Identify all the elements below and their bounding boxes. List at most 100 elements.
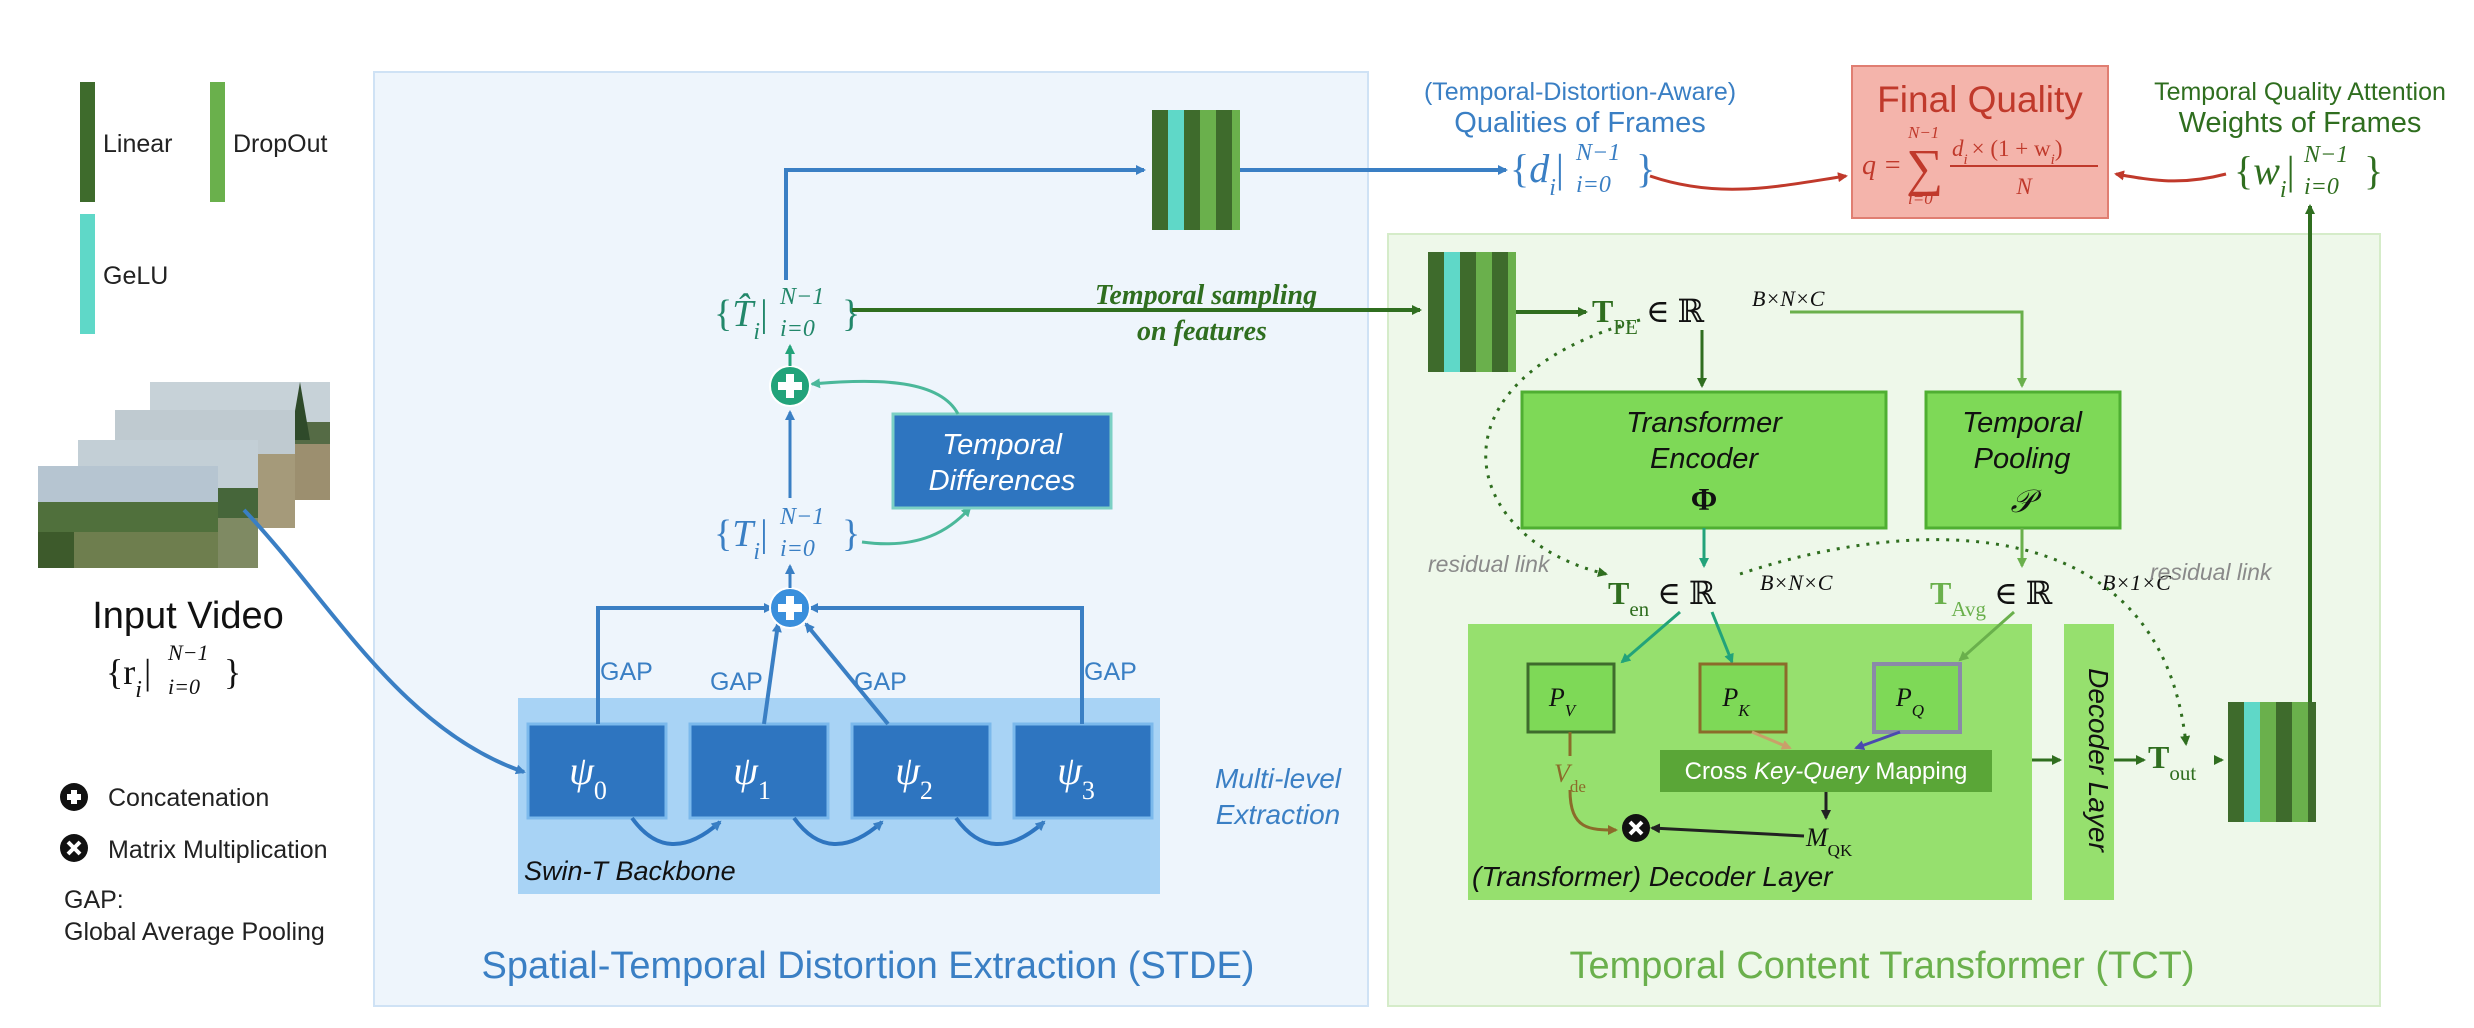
input-video-math: {ri| N−1 i=0 }	[106, 640, 241, 703]
svg-text:PK: PK	[1721, 683, 1751, 720]
svg-text:∑: ∑	[1906, 140, 1943, 197]
input-video-title: Input Video	[92, 595, 284, 637]
svg-text:}: }	[842, 513, 860, 555]
legend-dropout-swatch	[210, 82, 225, 202]
quality-label-line1: (Temporal-Distortion-Aware)	[1424, 78, 1736, 106]
gap-label-0: GAP	[600, 658, 653, 686]
svg-text:}: }	[224, 652, 241, 692]
legend-linear-label: Linear	[103, 130, 173, 158]
legend-concatenation-label: Concatenation	[108, 784, 269, 812]
gap-label-2: GAP	[854, 668, 907, 696]
residual-link-label-left: residual link	[1428, 551, 1551, 577]
multilevel-extraction-line2: Extraction	[1216, 799, 1341, 830]
t-hat-set-label: {T̂i| N−1 i=0 }	[714, 284, 860, 345]
t-avg-label: TAvg∈ ℝ B×1×C	[1930, 570, 2171, 621]
weights-label-line2: Weights of Frames	[2179, 107, 2422, 139]
legend-gap-abbr: GAP:	[64, 886, 124, 914]
svg-text:B×1×C: B×1×C	[2102, 570, 2171, 595]
svg-text:N−1: N−1	[2303, 142, 2348, 168]
final-quality-box	[1851, 65, 2109, 219]
legend-gelu-label: GeLU	[103, 262, 168, 290]
svg-text:}: }	[2364, 148, 2383, 193]
svg-text:B×N×C: B×N×C	[1752, 286, 1825, 311]
svg-text:PQ: PQ	[1895, 683, 1924, 720]
p-q-box: PQ	[1872, 662, 1962, 734]
cross-key-query-label: Cross Key-Query Mapping	[1685, 758, 1968, 785]
temporal-pooling-line1: Temporal	[1962, 407, 2083, 439]
gap-label-3: GAP	[1084, 658, 1137, 686]
svg-text:N−1: N−1	[779, 284, 824, 310]
tct-title: Temporal Content Transformer (TCT)	[1569, 945, 2194, 987]
svg-text:{ri|: {ri|	[106, 652, 151, 703]
gap-label-1: GAP	[710, 668, 763, 696]
legend-linear-swatch	[80, 82, 95, 202]
quality-head-layers	[1152, 110, 1240, 230]
psi-block-2: ψ2	[850, 722, 992, 820]
cross-key-query-box	[1660, 750, 1992, 792]
svg-text:{wi|: {wi|	[2234, 148, 2295, 203]
psi-block-3: ψ3	[1012, 722, 1154, 820]
svg-text:PV: PV	[1548, 683, 1578, 720]
temporal-differences-line1: Temporal	[942, 429, 1063, 461]
stde-title: Spatial-Temporal Distortion Extraction (…	[482, 945, 1255, 987]
temporal-differences-line2: Differences	[929, 465, 1076, 497]
decoder-layer-vertical-label: Decoder Layer	[2083, 668, 2114, 853]
svg-text:Tout: Tout	[2148, 739, 2196, 785]
svg-text:N−1: N−1	[1575, 140, 1620, 166]
svg-text:i=0: i=0	[1576, 172, 1611, 198]
weights-label-line1: Temporal Quality Attention	[2154, 78, 2446, 106]
decoder-layer-vertical-box	[2064, 624, 2114, 900]
final-quality-title: Final Quality	[1877, 79, 2083, 120]
legend: Linear DropOut GeLU Concatenation Matrix…	[60, 82, 328, 946]
svg-text:q =: q =	[1862, 150, 1902, 181]
temporal-sampling-line2: on features	[1137, 316, 1267, 347]
w-set-label: {wi| N−1 i=0 }	[2234, 142, 2383, 203]
svg-text:i=0: i=0	[1908, 189, 1933, 208]
input-video-frames	[38, 382, 330, 568]
svg-text:i=0: i=0	[2304, 174, 2339, 200]
input-to-backbone-arrow	[242, 508, 526, 775]
matrix-multiplication-icon	[60, 834, 88, 862]
swin-backbone-label: Swin-T Backbone	[524, 856, 736, 886]
p-k-box: PK	[1698, 662, 1788, 734]
temporal-differences-box	[891, 412, 1113, 510]
v-de-label: Vde	[1554, 759, 1586, 796]
svg-text:i=0: i=0	[780, 316, 815, 342]
svg-text:{di|: {di|	[1510, 146, 1564, 201]
svg-text:ψ1: ψ1	[733, 748, 771, 805]
decoder-layer-block-label: (Transformer) Decoder Layer	[1472, 861, 1834, 892]
m-qk-label: MQK	[1805, 823, 1853, 860]
t-pe-label: TPE∈ ℝ B×N×C	[1592, 286, 1825, 339]
svg-text:di× (1 + wi): di× (1 + wi)	[1952, 136, 2062, 168]
svg-text:i=0: i=0	[780, 536, 815, 562]
temporal-pooling-line2: Pooling	[1974, 443, 2071, 475]
svg-text:N: N	[2015, 174, 2033, 199]
svg-text:N−1: N−1	[779, 504, 824, 530]
quality-label-line2: Qualities of Frames	[1454, 107, 1705, 139]
svg-text:TPE∈ ℝ: TPE∈ ℝ	[1592, 293, 1705, 339]
temporal-pooling-box	[1924, 390, 2122, 530]
svg-text:N−1: N−1	[1907, 123, 1939, 142]
t-out-label: Tout	[2148, 739, 2196, 785]
transformer-encoder-line2: Encoder	[1650, 443, 1759, 475]
svg-text:ψ2: ψ2	[895, 748, 933, 805]
svg-text:N−1: N−1	[167, 640, 209, 665]
d-set-label: {di| N−1 i=0 }	[1510, 140, 1655, 201]
svg-text:{T̂i|: {T̂i|	[714, 293, 768, 345]
tct-input-layers	[1428, 252, 1516, 372]
svg-text:{Ti|: {Ti|	[714, 513, 768, 565]
concatenation-node-upper	[769, 365, 811, 407]
svg-text:B×N×C: B×N×C	[1760, 570, 1833, 595]
multilevel-extraction-line1: Multi-level	[1215, 763, 1342, 794]
legend-matrix-mult-label: Matrix Multiplication	[108, 836, 328, 864]
video-frame-0	[38, 466, 218, 568]
svg-text:MQK: MQK	[1805, 823, 1853, 860]
psi-block-0: ψ0	[526, 722, 668, 820]
legend-gap-full: Global Average Pooling	[64, 918, 325, 946]
svg-text:Ten∈ ℝ: Ten∈ ℝ	[1608, 575, 1716, 621]
transformer-encoder-symbol: Φ	[1691, 481, 1718, 517]
concatenation-icon	[60, 783, 88, 811]
concatenation-node-lower	[769, 587, 811, 629]
svg-text:}: }	[842, 293, 860, 335]
